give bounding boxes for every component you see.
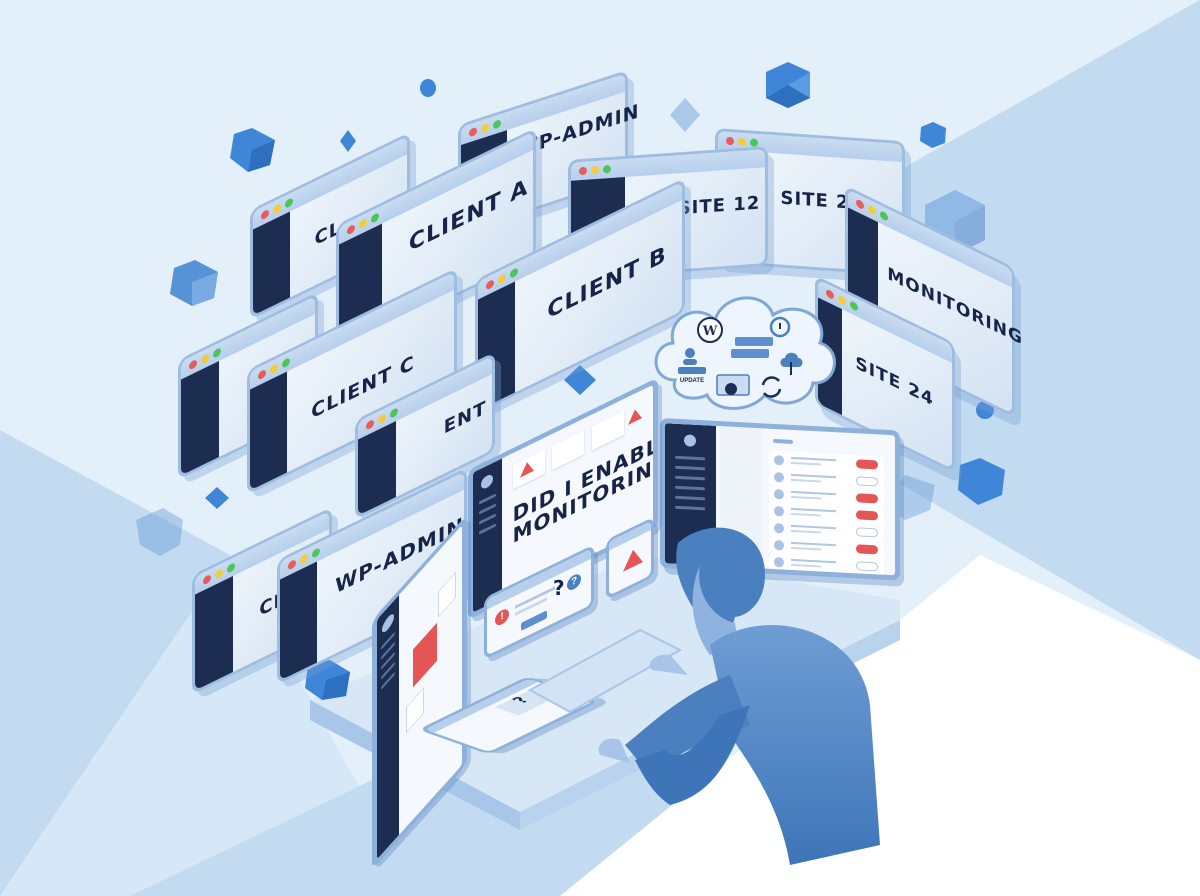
diamond-icon: [670, 98, 700, 132]
thought-cloud: W UPDATE: [654, 296, 836, 410]
cube-icon: [305, 660, 350, 700]
cloud-upload-icon: [780, 352, 803, 375]
cube-icon: [766, 62, 810, 108]
lock-icon: [716, 374, 750, 396]
user-icon: [678, 348, 706, 374]
cube-icon: [230, 128, 275, 172]
sync-icon: [761, 376, 782, 398]
diamond-icon: [205, 487, 229, 509]
hexagon-icon: [920, 122, 946, 148]
cube-icon: [136, 508, 183, 556]
cube-icon: [170, 260, 218, 306]
person-figure: [598, 527, 880, 865]
svg-text:W: W: [702, 324, 718, 339]
credentials-icon: [731, 337, 773, 358]
restore-icon: [769, 316, 791, 338]
popup-question-mark: ?: [553, 576, 566, 600]
dot-icon: [420, 79, 436, 97]
hexagon-icon: [958, 458, 1005, 505]
diamond-icon: [340, 130, 356, 152]
diamond-icon: [564, 365, 596, 395]
wordpress-icon: W: [697, 317, 723, 343]
update-label: UPDATE: [680, 378, 704, 384]
